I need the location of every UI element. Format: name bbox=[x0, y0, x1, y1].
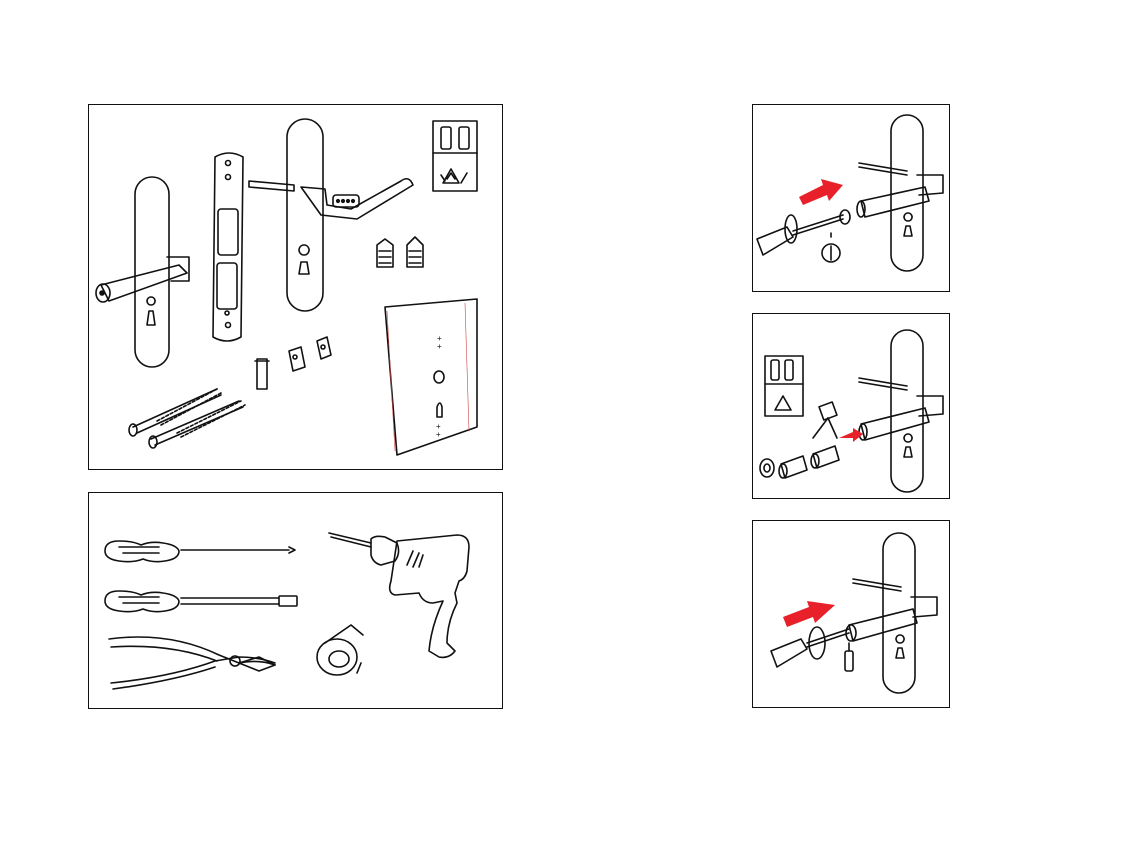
battery-recycle-icon bbox=[433, 121, 477, 191]
tape-roll-icon bbox=[317, 625, 363, 675]
direction-arrow bbox=[783, 601, 835, 627]
spacer-icon bbox=[255, 337, 331, 389]
screwdriver-icon bbox=[757, 210, 850, 255]
contents-panel: + + + + bbox=[88, 104, 503, 470]
handle-left-icon bbox=[96, 177, 189, 367]
step2-illustration bbox=[753, 314, 951, 500]
screwdriver-torx-icon bbox=[105, 541, 295, 562]
handle-keypad-icon bbox=[249, 119, 413, 311]
step3-panel bbox=[752, 520, 950, 708]
step1-illustration bbox=[753, 105, 951, 293]
battery-icon bbox=[779, 402, 839, 478]
tools-panel bbox=[88, 492, 503, 709]
cap-icon bbox=[760, 459, 774, 477]
backplate-icon bbox=[213, 153, 243, 341]
bit-icon bbox=[822, 233, 840, 262]
screw-icon bbox=[129, 389, 245, 448]
svg-text:+: + bbox=[437, 342, 442, 351]
svg-text:+: + bbox=[436, 430, 441, 439]
pliers-icon bbox=[109, 637, 275, 689]
step2-panel bbox=[752, 313, 950, 499]
drill-icon bbox=[329, 533, 469, 657]
step3-illustration bbox=[753, 521, 951, 709]
handle-keypad-icon bbox=[846, 533, 937, 693]
step1-panel bbox=[752, 104, 950, 292]
contents-illustration: + + + + bbox=[89, 105, 504, 471]
handle-keypad-icon bbox=[857, 115, 943, 271]
tools-illustration bbox=[89, 493, 504, 710]
direction-arrow bbox=[799, 179, 843, 205]
battery-recycle-icon bbox=[765, 356, 803, 416]
bit-icon bbox=[845, 643, 853, 671]
screwdriver-hex-icon bbox=[105, 591, 297, 612]
handle-keypad-icon bbox=[859, 330, 943, 492]
template-sheet-icon: + + + + bbox=[385, 299, 477, 455]
wall-plug-icon bbox=[377, 237, 423, 267]
